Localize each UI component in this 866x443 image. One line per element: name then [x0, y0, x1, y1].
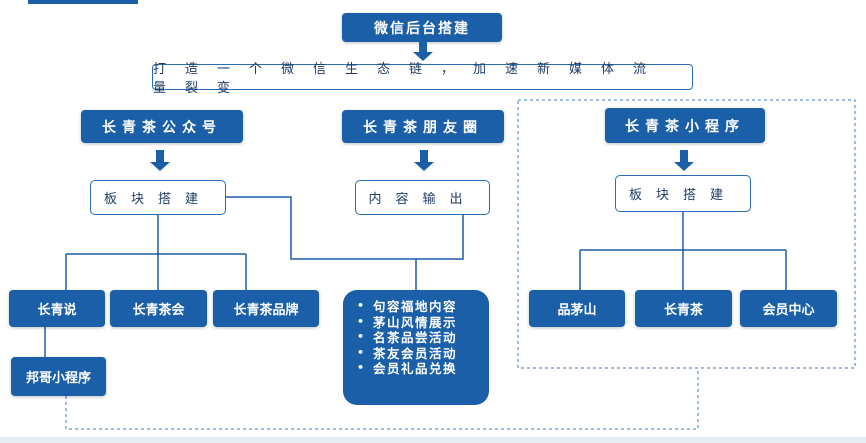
- leaf-changqing-shuo-text: 长青说: [37, 303, 77, 318]
- ecosystem-banner-text: 打造一个微信生态链，加速新媒体流量裂变: [153, 62, 666, 96]
- leaf-member-center: 会员中心: [740, 290, 837, 327]
- leaf-pin-maoshan-text: 品茅山: [557, 303, 597, 318]
- leaf-changqing-chahui-text: 长青茶会: [132, 303, 185, 318]
- mini-program-title-box: 长青茶小程序: [605, 108, 765, 143]
- leaf-changqing-shuo: 长青说: [9, 290, 105, 327]
- content-bullet-list: • 句容福地内容 • 茅山风情展示 • 名茶品尝活动 • 茶友会员活动 • 会员…: [343, 290, 489, 405]
- mini-section-build-text: 板块搭建: [628, 188, 737, 203]
- top-title-box: 微信后台搭建: [342, 13, 502, 42]
- bullet-item: • 名茶品尝活动: [357, 329, 489, 345]
- top-title-text: 微信后台搭建: [374, 20, 470, 37]
- bullet-item-text: 句容福地内容: [373, 299, 458, 315]
- bullet-item: • 茅山风情展示: [357, 314, 489, 330]
- content-output-box: 内容输出: [355, 180, 490, 215]
- top-down-arrow-icon: [413, 42, 433, 62]
- moments-down-arrow-icon: [414, 150, 434, 172]
- leaf-bangge-miniprogram-text: 邦哥小程序: [25, 371, 91, 386]
- content-output-text: 内容输出: [368, 192, 477, 207]
- bullet-dot: •: [357, 299, 366, 313]
- bullet-item-text: 名茶品尝活动: [373, 330, 458, 346]
- leaf-changqing-cha: 长青茶: [635, 290, 732, 327]
- bullet-item-text: 茶友会员活动: [373, 345, 458, 361]
- mini-program-title-text: 长青茶小程序: [625, 118, 745, 135]
- public-section-build-text: 板块搭建: [103, 192, 212, 207]
- bullet-item: • 句容福地内容: [357, 298, 489, 314]
- leaf-changqing-cha-text: 长青茶: [663, 303, 703, 318]
- ecosystem-banner: 打造一个微信生态链，加速新媒体流量裂变: [152, 62, 693, 96]
- bullet-item-text: 会员礼品兑换: [373, 361, 458, 377]
- bullet-item-text: 茅山风情展示: [373, 314, 458, 330]
- public-account-title-box: 长青茶公众号: [81, 110, 243, 143]
- bottom-band: [0, 437, 866, 443]
- leaf-changqing-brand-text: 长青茶品牌: [233, 303, 299, 318]
- leaf-changqing-brand: 长青茶品牌: [213, 290, 319, 327]
- leaf-bangge-miniprogram: 邦哥小程序: [11, 357, 106, 396]
- public-down-arrow-icon: [150, 150, 170, 172]
- bullet-item: • 茶友会员活动: [357, 345, 489, 361]
- bullet-dot: •: [357, 314, 366, 328]
- moments-title-box: 长青茶朋友圈: [342, 110, 504, 143]
- public-account-title-text: 长青茶公众号: [102, 119, 222, 136]
- mini-down-arrow-icon: [674, 150, 694, 172]
- moments-title-text: 长青茶朋友圈: [363, 119, 483, 136]
- bullet-dot: •: [357, 345, 366, 359]
- mini-section-build-box: 板块搭建: [615, 175, 751, 212]
- leaf-member-center-text: 会员中心: [762, 303, 815, 318]
- top-edge-bar: [28, 0, 138, 4]
- leaf-changqing-chahui: 长青茶会: [110, 290, 207, 327]
- bullet-dot: •: [357, 361, 366, 375]
- public-section-build-box: 板块搭建: [90, 180, 226, 215]
- bullet-item: • 会员礼品兑换: [357, 360, 489, 376]
- leaf-pin-maoshan: 品茅山: [529, 290, 625, 327]
- bullet-dot: •: [357, 330, 366, 344]
